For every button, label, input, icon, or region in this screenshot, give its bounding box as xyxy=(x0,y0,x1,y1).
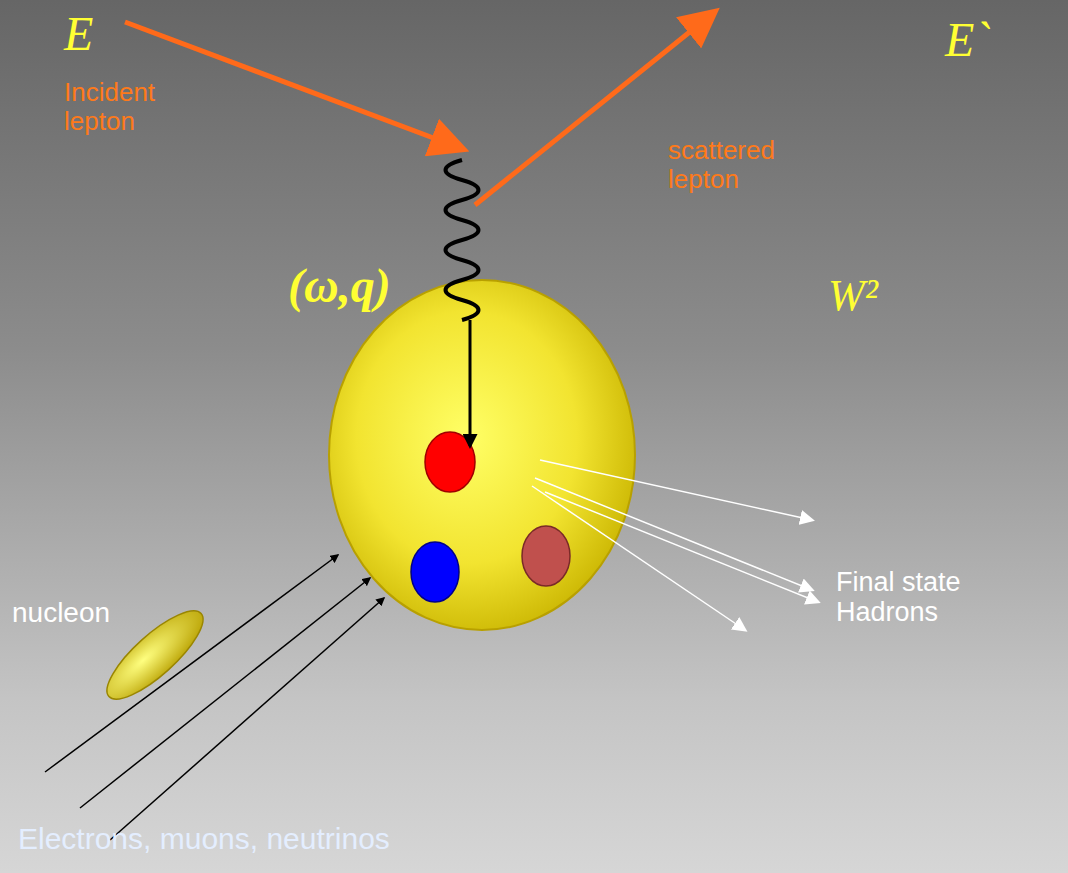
energy-label: E xyxy=(64,8,93,61)
energy-label: E` xyxy=(945,14,990,67)
beam-line xyxy=(45,555,338,772)
virtual-photon xyxy=(446,160,479,320)
nucleon-label: nucleon xyxy=(12,598,110,629)
quark-brown xyxy=(522,526,570,586)
hadron-track xyxy=(532,486,745,630)
hadron-track xyxy=(535,478,812,590)
lepton-label: scattered lepton xyxy=(668,136,808,193)
quark-red xyxy=(425,432,475,492)
hadron-track xyxy=(540,460,812,520)
lepton-label: Incident lepton xyxy=(64,78,194,135)
boosted-nucleon xyxy=(96,599,215,712)
quark-blue xyxy=(411,542,459,602)
hadron-track xyxy=(545,492,818,602)
beam-label: Electrons, muons, neutrinos xyxy=(18,822,390,855)
momentum-label: (ω,q) xyxy=(288,260,391,313)
nucleon-sphere xyxy=(329,280,635,630)
hadrons-label: Final state Hadrons xyxy=(836,568,1062,627)
beam-line xyxy=(80,578,370,808)
incident-lepton-line xyxy=(125,22,460,148)
beam-line xyxy=(110,598,384,840)
mass-label: W² xyxy=(828,272,878,320)
photon-arrow xyxy=(469,320,472,446)
